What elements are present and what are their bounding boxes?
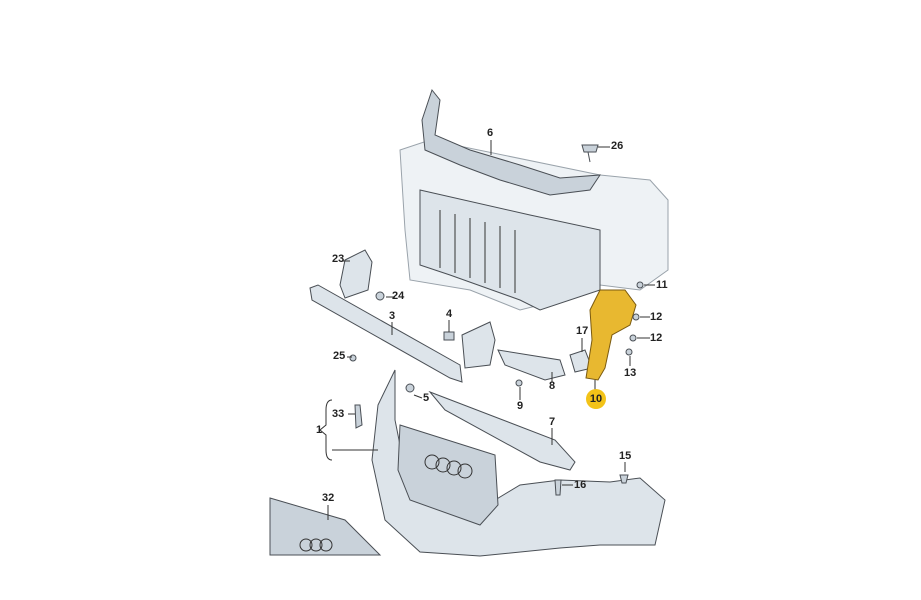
callout-26: 26 — [611, 140, 624, 152]
part-6-upper-carrier — [421, 88, 601, 196]
callout-12a: 12 — [650, 311, 663, 323]
callout-16: 16 — [574, 479, 587, 491]
part-33-clip — [354, 404, 363, 429]
callout-3: 3 — [389, 310, 396, 322]
part-23-bracket — [339, 249, 373, 299]
callout-17: 17 — [576, 325, 589, 337]
part-4-bracket — [461, 321, 496, 369]
callout-5: 5 — [423, 392, 430, 404]
part-8-guide — [497, 349, 566, 381]
part-7-grille-carrier — [428, 390, 576, 471]
part-12-screw-b — [629, 334, 637, 342]
callout-12b: 12 — [650, 332, 663, 344]
audi-rings — [424, 454, 473, 479]
callout-25: 25 — [333, 350, 346, 362]
callout-7: 7 — [549, 416, 556, 428]
part-25-bolt — [349, 354, 357, 362]
part-12-screw-a — [632, 313, 640, 321]
callout-13: 13 — [624, 367, 637, 379]
callout-32: 32 — [322, 492, 335, 504]
part-3-impact-beam — [309, 284, 463, 383]
part-26-clip — [581, 144, 599, 163]
part-5-bolt — [405, 383, 415, 393]
radiator-fins — [439, 210, 516, 293]
part-32-grille-trim — [269, 497, 382, 556]
part-10-bracket — [585, 289, 637, 381]
callout-1: 1 — [316, 424, 323, 436]
callout-33: 33 — [332, 408, 345, 420]
callout-11: 11 — [656, 279, 668, 291]
callout-23: 23 — [332, 253, 345, 265]
part-4-bolt — [443, 331, 455, 341]
radiator-frame — [419, 189, 601, 311]
callout-8: 8 — [549, 380, 556, 392]
callout-24: 24 — [392, 290, 405, 302]
callout-15: 15 — [619, 450, 632, 462]
leader-lines — [319, 140, 655, 520]
callout-10-highlighted: 10 — [586, 389, 606, 409]
part-13-screw — [625, 348, 633, 356]
radiator-grille — [397, 424, 499, 526]
part-24-nut — [375, 291, 385, 301]
callout-6: 6 — [487, 127, 494, 139]
part-9-screw — [515, 379, 523, 387]
part-15-clip — [619, 474, 629, 484]
callout-4: 4 — [446, 308, 453, 320]
callout-9: 9 — [517, 400, 524, 412]
part-11-screw — [636, 281, 644, 289]
part-32-rings — [299, 538, 333, 552]
part-16-clip — [554, 479, 562, 496]
